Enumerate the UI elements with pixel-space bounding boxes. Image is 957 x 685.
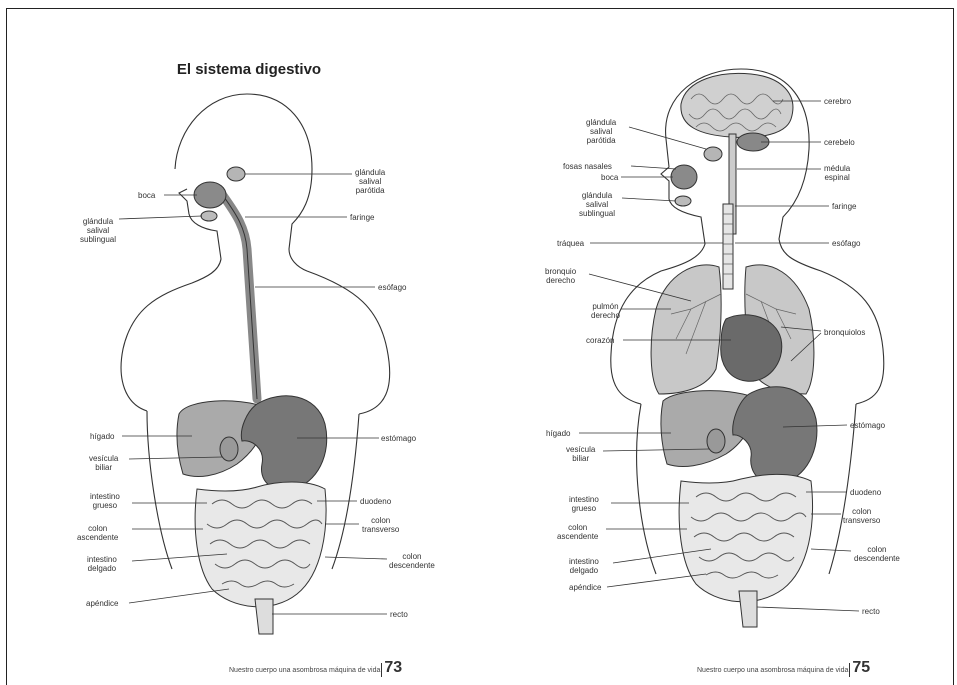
label-corazon: corazón xyxy=(586,336,614,345)
digestive-system-illustration xyxy=(7,9,491,685)
label-higado: hígado xyxy=(90,432,114,441)
label-recto: recto xyxy=(390,610,408,619)
label-fosas-nasales: fosas nasales xyxy=(563,162,612,171)
label-colon-ascendente: colon ascendente xyxy=(557,523,598,541)
label-duodeno: duodeno xyxy=(850,488,881,497)
label-traquea: tráquea xyxy=(557,239,584,248)
page-title: El sistema digestivo xyxy=(7,61,491,78)
label-estomago: estómago xyxy=(850,421,885,430)
label-boca: boca xyxy=(138,191,155,200)
label-glandula-parotida: glándula salival parótida xyxy=(586,118,616,145)
label-recto: recto xyxy=(862,607,880,616)
label-faringe: faringe xyxy=(350,213,374,222)
label-estomago: estómago xyxy=(381,434,416,443)
label-bronquiolos: bronquiolos xyxy=(824,328,865,337)
label-colon-transverso: colon transverso xyxy=(843,507,880,525)
left-page: El sistema digestivo glándula salival pa… xyxy=(6,8,492,685)
footer-text: Nuestro cuerpo una asombrosa máquina de … xyxy=(229,667,380,674)
label-colon-descendente: colon descendente xyxy=(854,545,900,563)
label-higado: hígado xyxy=(546,429,570,438)
label-esofago: esófago xyxy=(832,239,860,248)
footer-divider xyxy=(381,663,382,677)
label-medula-espinal: médula espinal xyxy=(824,164,850,182)
label-intestino-delgado: intestino delgado xyxy=(569,557,599,575)
page-footer: Nuestro cuerpo una asombrosa máquina de … xyxy=(697,659,870,677)
label-boca: boca xyxy=(601,173,618,182)
label-glandula-sublingual: glándula salival sublingual xyxy=(80,217,116,244)
label-vesicula: vesícula biliar xyxy=(89,454,118,472)
label-intestino-delgado: intestino delgado xyxy=(87,555,117,573)
footer-text: Nuestro cuerpo una asombrosa máquina de … xyxy=(697,667,848,674)
label-faringe: faringe xyxy=(832,202,856,211)
footer-divider xyxy=(849,663,850,677)
label-bronquio-derecho: bronquio derecho xyxy=(545,267,576,285)
body-systems-illustration xyxy=(491,9,953,685)
page-number: 73 xyxy=(384,659,402,676)
label-intestino-grueso: intestino grueso xyxy=(569,495,599,513)
page-footer: Nuestro cuerpo una asombrosa máquina de … xyxy=(229,659,402,677)
label-cerebelo: cerebelo xyxy=(824,138,855,147)
label-pulmon-derecho: pulmón derecho xyxy=(591,302,620,320)
right-page: cerebro glándula salival parótida cerebe… xyxy=(491,8,954,685)
label-glandula-parotida: glándula salival parótida xyxy=(355,168,385,195)
label-apendice: apéndice xyxy=(86,599,118,608)
label-apendice: apéndice xyxy=(569,583,601,592)
label-colon-transverso: colon transverso xyxy=(362,516,399,534)
label-colon-descendente: colon descendente xyxy=(389,552,435,570)
label-colon-ascendente: colon ascendente xyxy=(77,524,118,542)
label-vesicula: vesícula biliar xyxy=(566,445,595,463)
label-cerebro: cerebro xyxy=(824,97,851,106)
label-duodeno: duodeno xyxy=(360,497,391,506)
label-esofago: esófago xyxy=(378,283,406,292)
label-intestino-grueso: intestino grueso xyxy=(90,492,120,510)
page-number: 75 xyxy=(852,659,870,676)
label-glandula-sublingual: glándula salival sublingual xyxy=(579,191,615,218)
